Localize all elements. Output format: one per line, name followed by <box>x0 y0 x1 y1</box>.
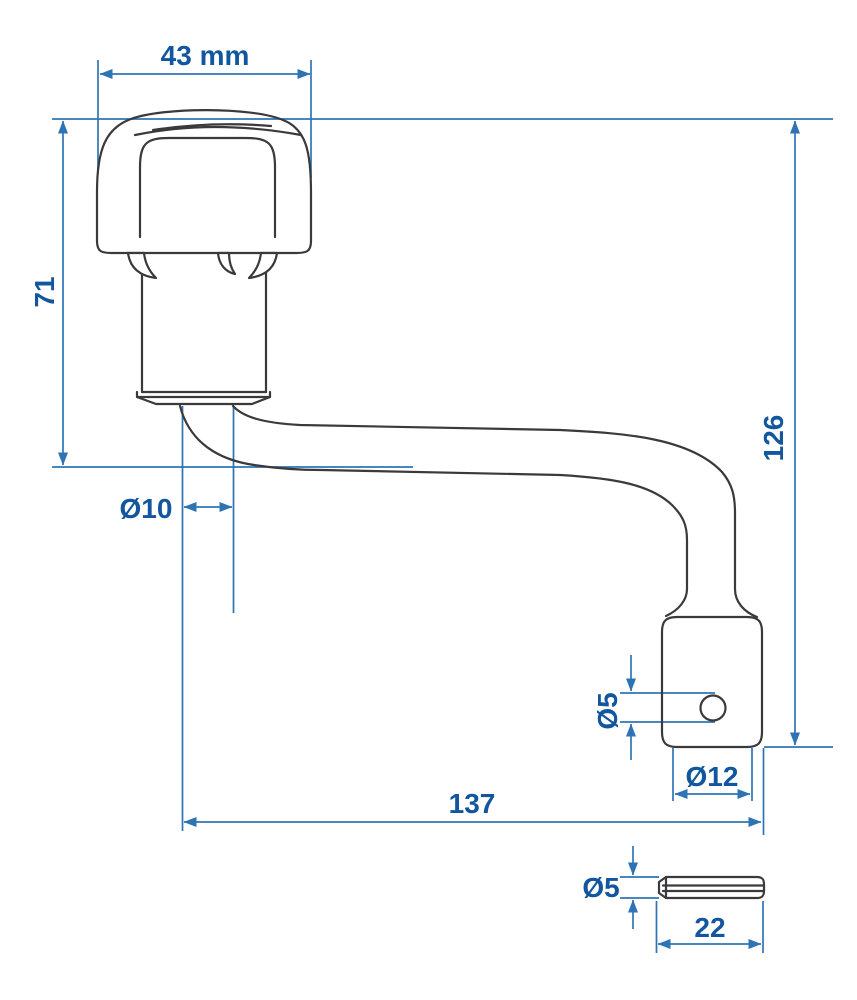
shaft-outline <box>126 251 279 406</box>
dim-pin-diameter: Ø5 <box>582 846 659 929</box>
dim-label-socket-hole: Ø5 <box>592 692 623 729</box>
knob-claw-left <box>126 251 158 280</box>
dim-label-pin-length: 22 <box>694 912 725 943</box>
socket-outline <box>660 615 764 749</box>
dim-arm-diameter: Ø10 <box>120 406 235 831</box>
knob-claw-right <box>247 251 279 280</box>
dim-label-arm-diameter: Ø10 <box>120 493 173 524</box>
dim-label-socket-bore: Ø12 <box>686 761 739 792</box>
dim-label-arm-length: 137 <box>449 788 496 819</box>
dim-knob-height: 71 <box>29 120 413 468</box>
dim-crank-height: 126 <box>758 120 833 748</box>
dim-arm-length: 137 <box>183 748 765 835</box>
knob-grip-arch <box>138 136 277 239</box>
knob-cap-seam <box>133 125 303 137</box>
part-outline <box>95 109 766 900</box>
dim-socket-bore-diameter: Ø12 <box>672 748 753 801</box>
dim-label-pin-diameter: Ø5 <box>582 872 619 903</box>
knob-claw-middle <box>216 251 237 276</box>
dim-socket-hole-diameter: Ø5 <box>592 655 715 760</box>
pin-body <box>657 875 766 900</box>
dim-knob-width: 43 mm <box>97 40 312 178</box>
arm-top-edge <box>231 404 759 619</box>
socket-pin-hole <box>699 694 727 722</box>
socket-body <box>660 615 764 749</box>
dim-label-crank-height: 126 <box>758 415 789 462</box>
knob-cap-seam-inner <box>151 123 273 132</box>
knob-outline <box>95 109 313 255</box>
dim-label-knob-width: 43 mm <box>161 40 250 71</box>
arm-bottom-edge <box>178 404 689 618</box>
pin-outline <box>657 875 766 900</box>
knob-silhouette <box>95 109 313 255</box>
arm-outline <box>178 404 759 619</box>
dim-label-knob-height: 71 <box>29 276 60 307</box>
dim-pin-length: 22 <box>655 901 764 953</box>
